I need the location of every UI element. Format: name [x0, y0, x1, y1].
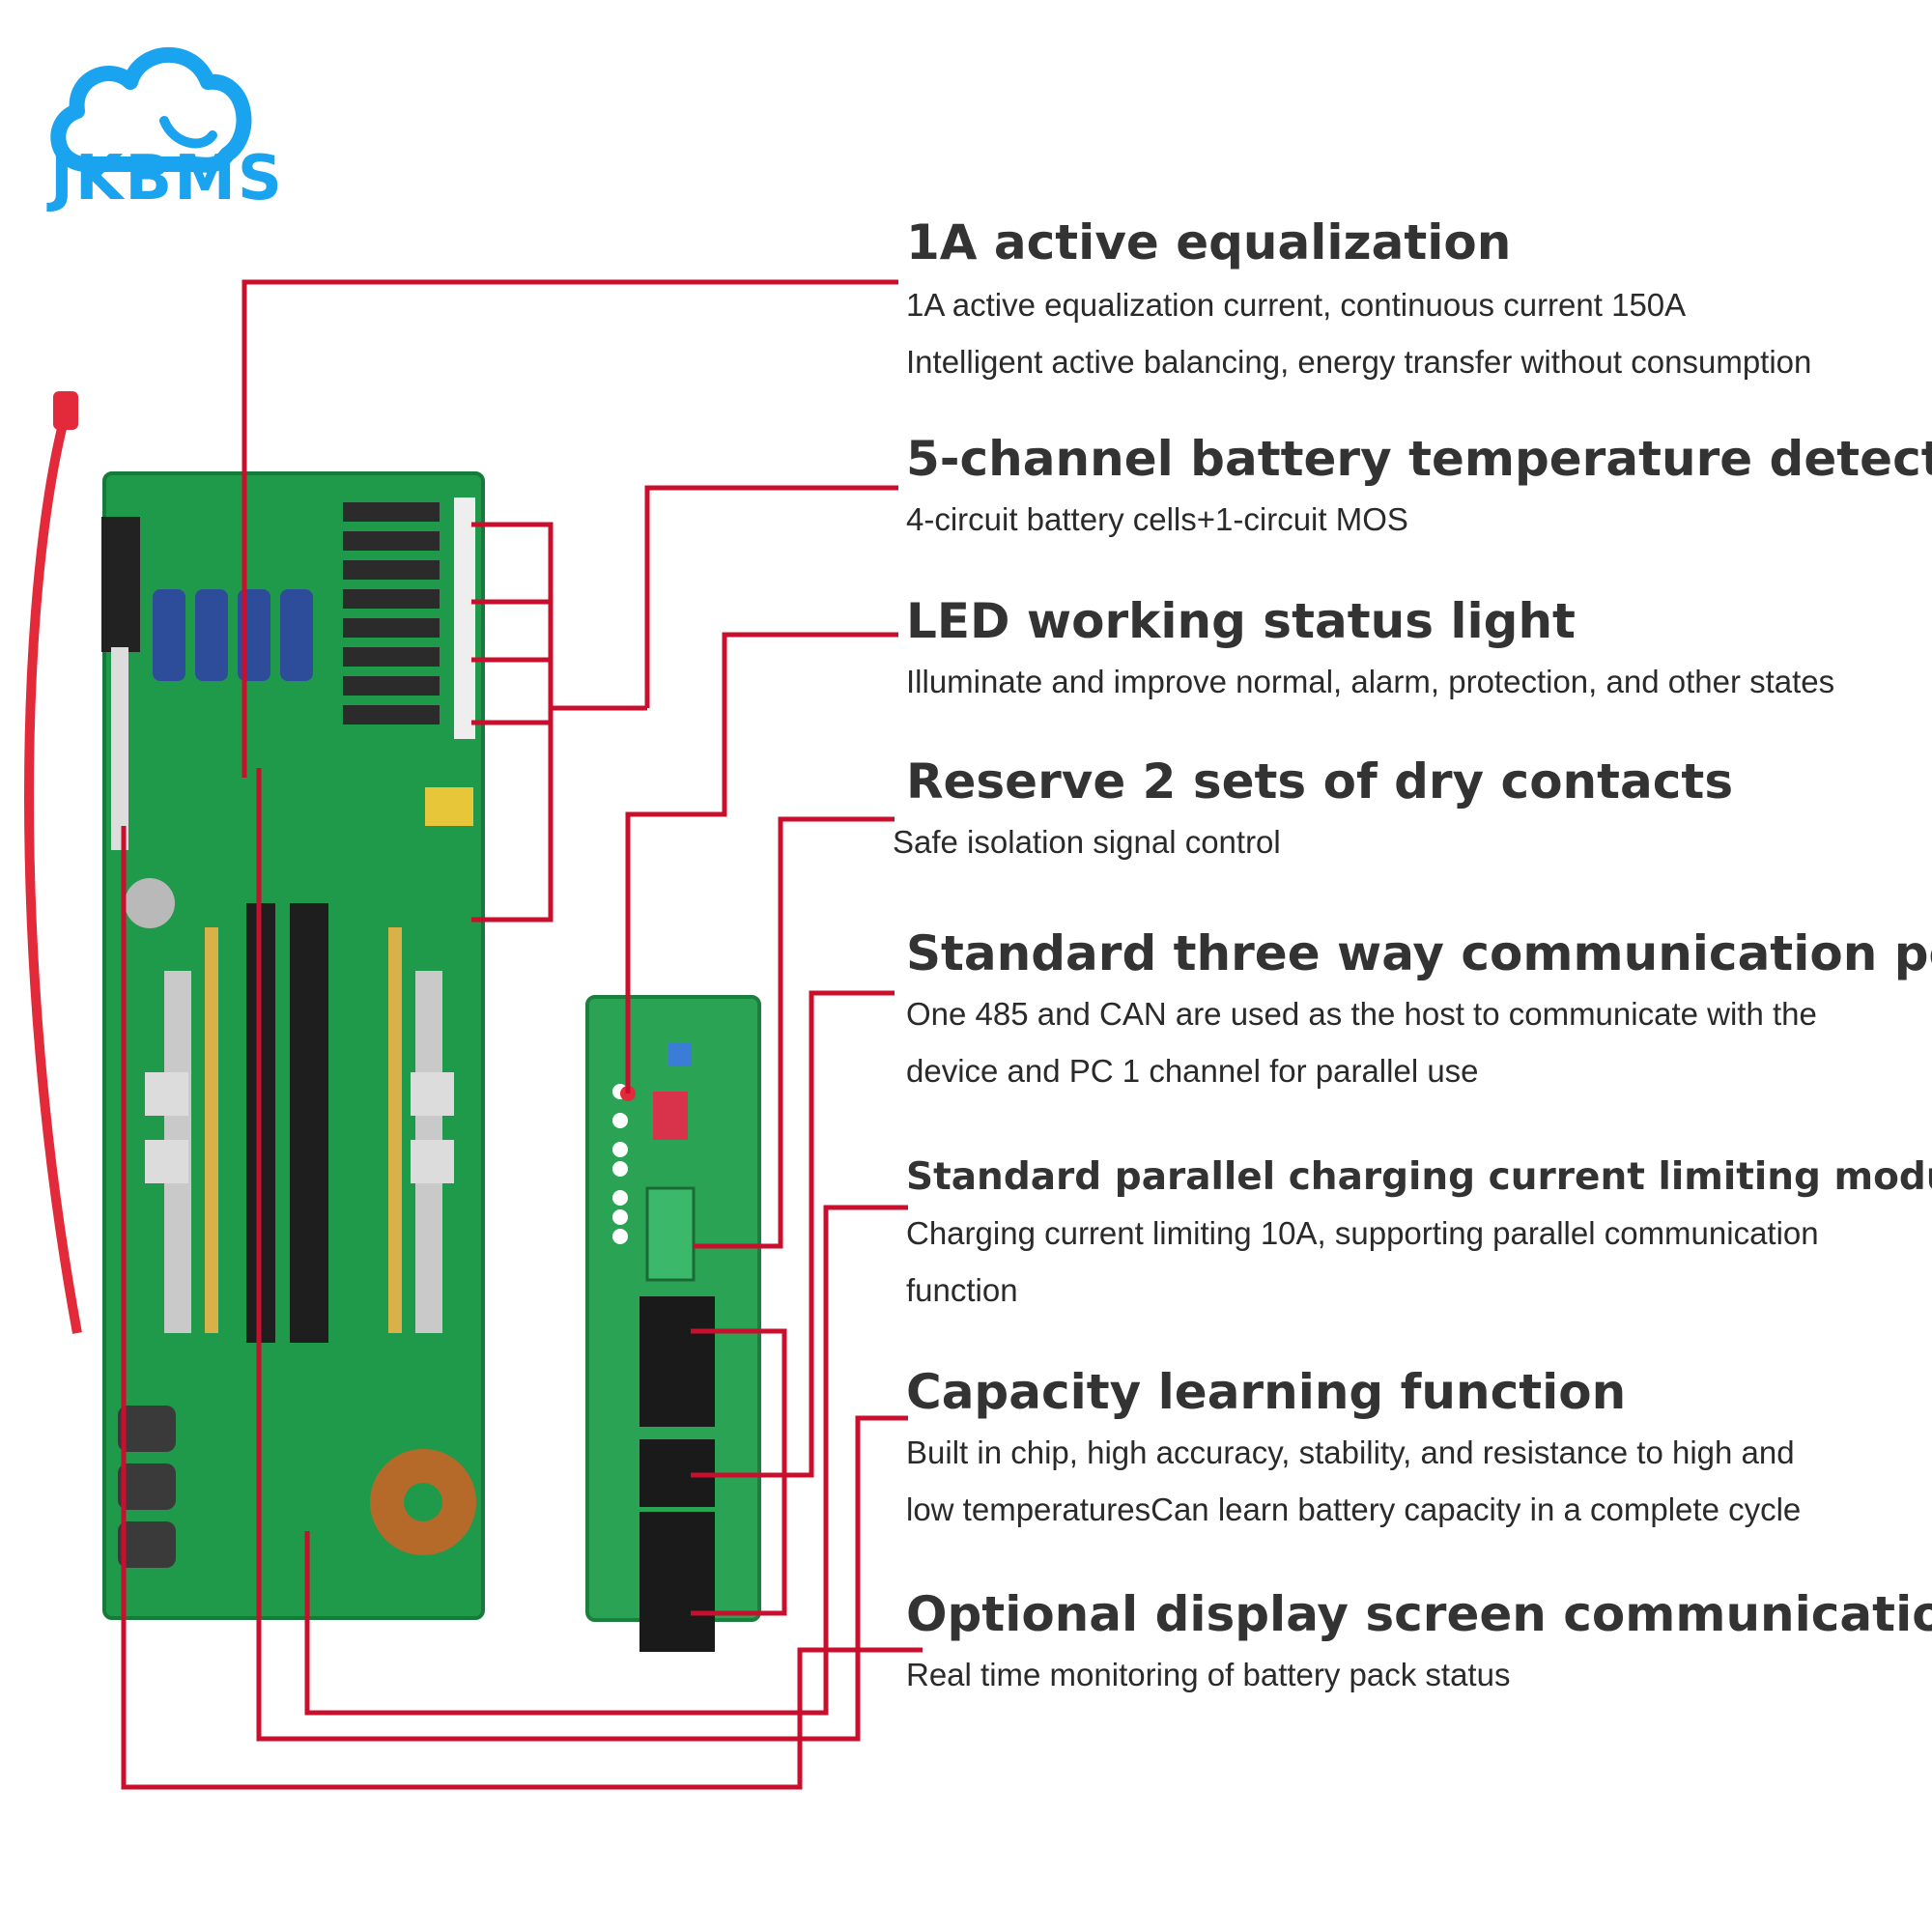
feature-line: device and PC 1 channel for parallel use	[906, 1053, 1479, 1089]
feature-display-communication: Optional display screen communication Re…	[906, 1586, 1932, 1703]
feature-title: 5-channel battery temperature detection	[906, 431, 1932, 487]
wire-terminal-strip	[111, 647, 128, 850]
balancing-chip-array	[343, 502, 440, 724]
feature-title: Capacity learning function	[906, 1364, 1627, 1420]
status-leds	[612, 1084, 628, 1244]
feature-line: 1A active equalization current, continuo…	[906, 287, 1687, 323]
dip-switch	[653, 1092, 688, 1140]
bottom-capacitors	[118, 1406, 176, 1568]
feature-title: Reserve 2 sets of dry contacts	[906, 753, 1734, 810]
feature-temperature-detection: 5-channel battery temperature detection …	[906, 431, 1932, 548]
feature-title: LED working status light	[906, 593, 1576, 649]
feature-capacity-learning: Capacity learning function Built in chip…	[906, 1364, 1920, 1538]
feature-line: 4-circuit battery cells+1-circuit MOS	[906, 501, 1408, 537]
feature-title: Standard three way communication port	[906, 925, 1932, 981]
feature-line: Built in chip, high accuracy, stability,…	[906, 1435, 1795, 1470]
feature-line: Illuminate and improve normal, alarm, pr…	[906, 664, 1835, 699]
mosfet-array	[246, 903, 328, 1343]
feature-line: function	[906, 1272, 1018, 1308]
feature-line: Safe isolation signal control	[893, 824, 1281, 860]
coin-battery	[125, 878, 175, 928]
capacitor-bank	[153, 589, 313, 681]
feature-line: Real time monitoring of battery pack sta…	[906, 1657, 1511, 1692]
feature-title: Optional display screen communication	[906, 1586, 1932, 1642]
feature-line: low temperaturesCan learn battery capaci…	[906, 1492, 1802, 1527]
red-wire	[24, 404, 82, 1334]
feature-title: Standard parallel charging current limit…	[906, 1155, 1932, 1199]
temperature-sensor-connectors	[454, 497, 475, 739]
feature-line: One 485 and CAN are used as the host to …	[906, 996, 1817, 1032]
feature-communication-port: Standard three way communication port On…	[906, 925, 1932, 1099]
feature-dry-contacts: Reserve 2 sets of dry contacts Safe isol…	[893, 753, 1920, 870]
feature-line: Charging current limiting 10A, supportin…	[906, 1215, 1819, 1251]
feature-led-status-light: LED working status light Illuminate and …	[906, 593, 1920, 710]
reset-button	[668, 1043, 692, 1066]
feature-active-equalization: 1A active equalization 1A active equaliz…	[906, 214, 1920, 390]
jkbms-cloud-logo-icon	[50, 46, 252, 173]
brand-logo-text: JKBMS	[50, 143, 284, 214]
gold-strips	[205, 927, 402, 1333]
wire-connector	[53, 391, 78, 430]
callout-lines	[121, 279, 923, 1790]
terminal-screws	[145, 1072, 454, 1183]
feature-parallel-charging-module: Standard parallel charging current limit…	[906, 1155, 1932, 1319]
feature-line: Intelligent active balancing, energy tra…	[906, 344, 1812, 380]
transformer	[425, 787, 473, 826]
feature-title: 1A active equalization	[906, 214, 1512, 270]
header-connector	[101, 517, 140, 652]
dry-contact-terminal	[645, 1186, 696, 1282]
